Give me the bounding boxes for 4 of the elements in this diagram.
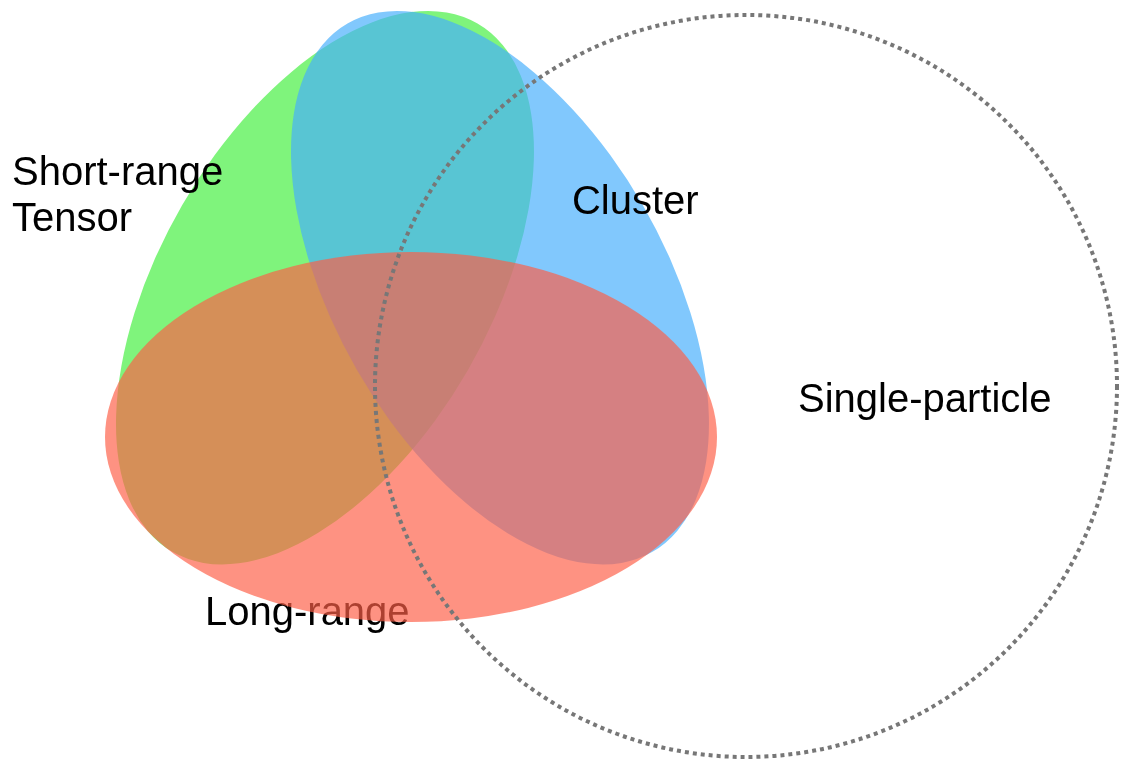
- set-label: Short-range Tensor: [12, 148, 225, 240]
- set-label: Single-particle: [798, 375, 1053, 421]
- set-label: Long-range: [205, 588, 411, 634]
- set-label: Cluster: [572, 177, 700, 223]
